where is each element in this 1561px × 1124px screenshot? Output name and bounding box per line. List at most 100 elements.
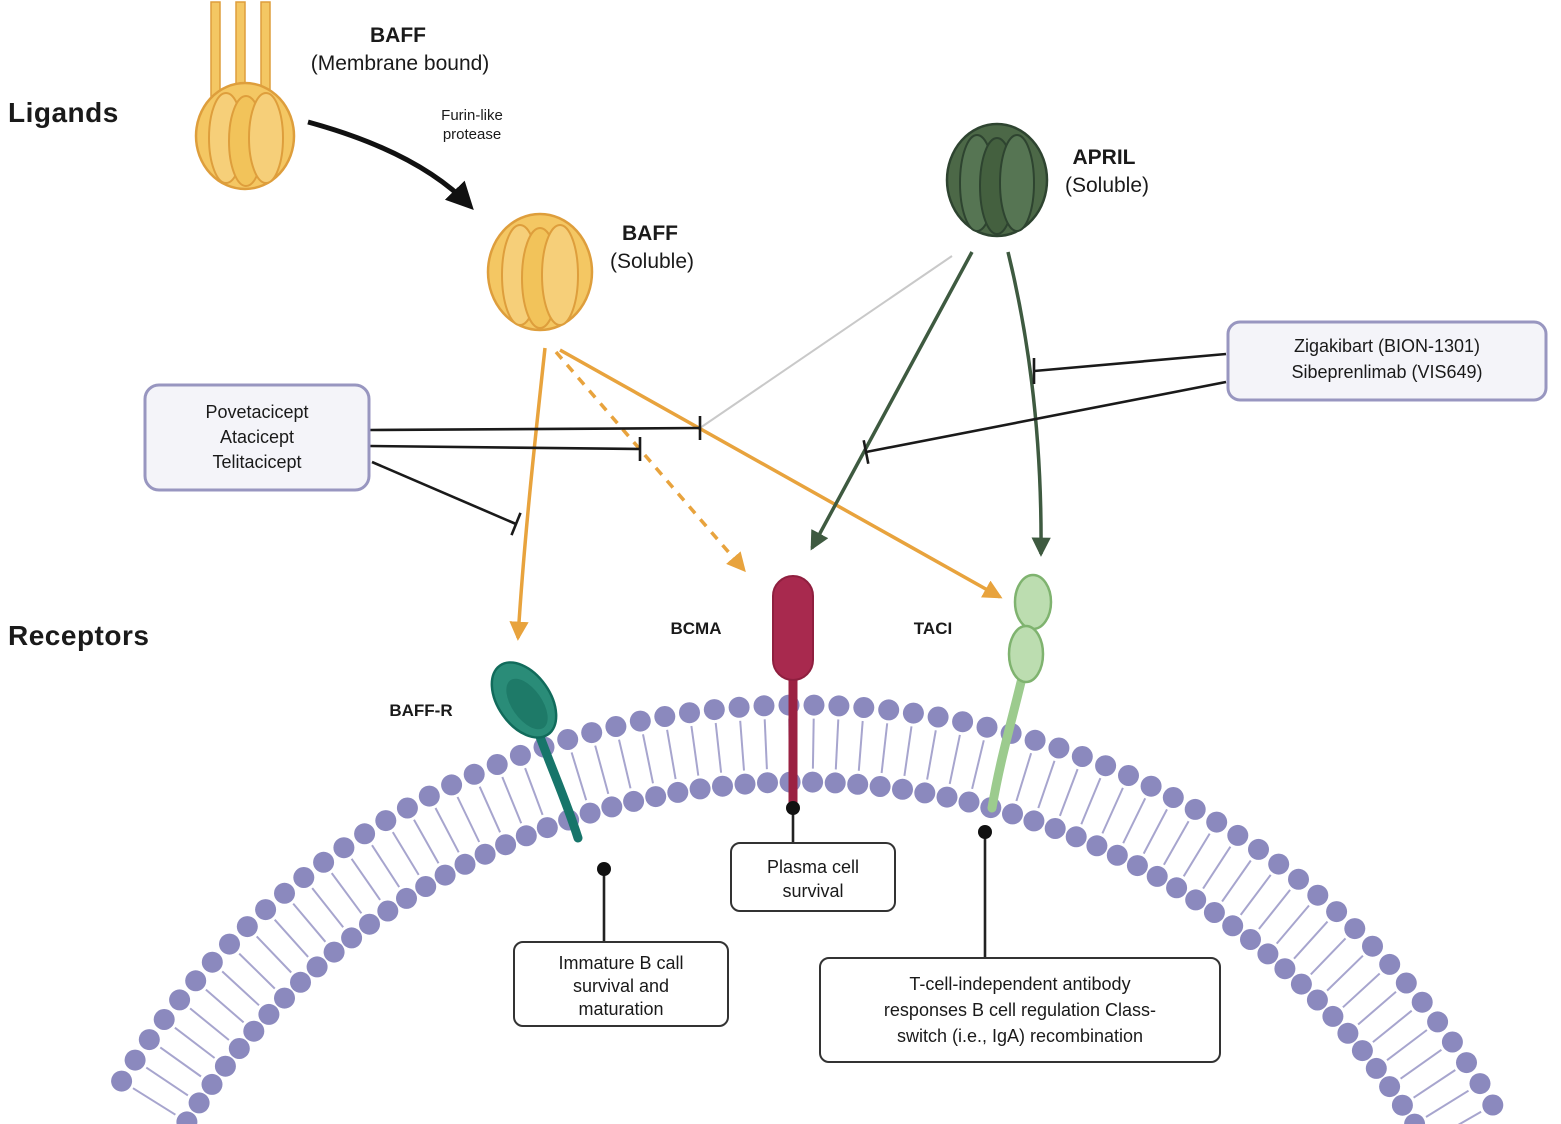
lipid-head-icon <box>878 699 900 721</box>
inhibitor-box-right-frame <box>1226 320 1548 402</box>
inhibitor-left-line2: Atacicept <box>220 427 294 447</box>
inhibition-line-right-2 <box>862 380 1227 465</box>
inhibitor-box-right: Zigakibart (BION-1301) Sibeprenlimab (VI… <box>1226 320 1548 402</box>
baff-soluble-form: (Soluble) <box>610 250 694 273</box>
lipid-tail-icon <box>1221 859 1252 903</box>
inhibitor-left-line3: Telitacicept <box>212 452 301 472</box>
lipid-head-icon <box>1248 838 1269 860</box>
lipid-tail-icon <box>255 935 292 974</box>
lipid-tail-icon <box>1122 797 1147 844</box>
lipid-tail-icon <box>1293 920 1329 960</box>
lipid-head-icon <box>679 702 700 724</box>
lipid-tail-icon <box>714 722 723 773</box>
lipid-tail-icon <box>690 725 700 776</box>
lipid-head-icon <box>1427 1011 1449 1033</box>
lipid-head-icon <box>359 913 380 935</box>
lipid-head-icon <box>341 927 363 949</box>
lipid-head-icon <box>1126 855 1148 877</box>
lipid-tail-icon <box>391 831 420 876</box>
lipid-head-icon <box>927 706 949 728</box>
bcma-head-icon <box>772 575 814 681</box>
lipid-tail-icon <box>205 988 245 1024</box>
lipid-head-icon <box>1306 989 1328 1011</box>
lipid-head-icon <box>1365 1057 1387 1079</box>
lipid-head-icon <box>515 825 537 847</box>
lipid-head-icon <box>1240 929 1261 950</box>
lipid-head-icon <box>952 711 974 733</box>
lipid-head-icon <box>1071 746 1093 767</box>
baff-trimer-lobe-icon <box>248 92 284 184</box>
lipid-tail-icon <box>1372 1009 1413 1043</box>
lipid-head-icon <box>1344 918 1366 940</box>
lipid-head-icon <box>1227 824 1249 846</box>
lipid-tail-icon <box>880 723 889 774</box>
lipid-head-icon <box>236 916 258 938</box>
lipid-head-icon <box>463 763 485 785</box>
tci-callout-line1: T-cell-independent antibody <box>909 974 1130 994</box>
lipid-head-icon <box>354 823 376 845</box>
lipid-head-icon <box>486 754 508 775</box>
lipid-tail-icon <box>238 952 276 990</box>
lipid-head-icon <box>1307 884 1329 906</box>
lipid-tail-icon <box>1058 768 1079 817</box>
lipid-head-icon <box>1185 889 1207 911</box>
inhibitor-right-line1: Zigakibart (BION-1301) <box>1294 336 1480 356</box>
lipid-tail-icon <box>434 807 460 853</box>
lipid-head-icon <box>1095 755 1117 777</box>
tcell-independent-callout: T-cell-independent antibody responses B … <box>819 957 1221 1063</box>
lipid-head-icon <box>1456 1052 1477 1074</box>
ligands-section-label: Ligands <box>8 97 119 128</box>
lipid-tail-icon <box>221 970 260 1007</box>
lipid-tail-icon <box>132 1087 176 1116</box>
lipid-head-icon <box>474 843 496 865</box>
lipid-tail-icon <box>456 796 481 843</box>
lipid-tail-icon <box>971 740 985 790</box>
lipid-head-icon <box>936 786 958 808</box>
lipid-tail-icon <box>1202 846 1232 890</box>
lipid-head-icon <box>169 989 191 1011</box>
lipid-tail-icon <box>811 718 815 769</box>
lipid-head-icon <box>557 729 579 750</box>
baffr-head-inner-icon <box>506 678 548 730</box>
lipid-head-icon <box>1379 1076 1401 1098</box>
lipid-tail-icon <box>618 739 632 789</box>
april-ligand <box>945 122 1049 238</box>
lipid-head-icon <box>255 899 277 921</box>
lipid-head-icon <box>1086 835 1108 857</box>
lipid-tail-icon <box>159 1046 202 1078</box>
lipid-head-icon <box>1257 943 1279 965</box>
baffr-stem-icon <box>531 721 583 843</box>
arrow-april-to-bcma <box>810 251 974 551</box>
inhibitor-right-line2: Sibeprenlimab (VIS649) <box>1291 362 1482 382</box>
april-lobe-icon <box>999 134 1035 232</box>
lipid-head-icon <box>1441 1031 1463 1053</box>
lipid-tail-icon <box>1425 1089 1470 1118</box>
lipid-head-icon <box>712 775 733 797</box>
lipid-tail-icon <box>1015 752 1033 802</box>
lipid-head-icon <box>654 706 676 727</box>
lipid-head-icon <box>188 1092 210 1114</box>
lipid-head-icon <box>958 791 980 813</box>
lipid-head-icon <box>454 853 476 875</box>
lipid-head-icon <box>689 778 711 800</box>
lipid-head-icon <box>441 774 463 796</box>
immature-callout-line2: survival and <box>573 976 669 996</box>
lipid-tail-icon <box>413 819 440 864</box>
inhibition-line-left-3 <box>371 460 522 536</box>
plasma-callout-frame <box>730 842 896 912</box>
connector-dot <box>786 801 800 815</box>
connector-dot <box>978 825 992 839</box>
lipid-head-icon <box>902 702 924 724</box>
lipid-head-icon <box>757 772 778 794</box>
lipid-tail-icon <box>1357 991 1397 1026</box>
lipid-tail-icon <box>926 730 937 780</box>
immature-callout-line3: maturation <box>578 999 663 1019</box>
lipid-tail-icon <box>350 858 381 901</box>
lipid-head-icon <box>1203 902 1225 923</box>
baffr-callout-connector <box>597 862 611 942</box>
lipid-head-icon <box>138 1029 160 1051</box>
lipid-tail-icon <box>311 887 344 928</box>
lipid-head-icon <box>418 785 440 807</box>
